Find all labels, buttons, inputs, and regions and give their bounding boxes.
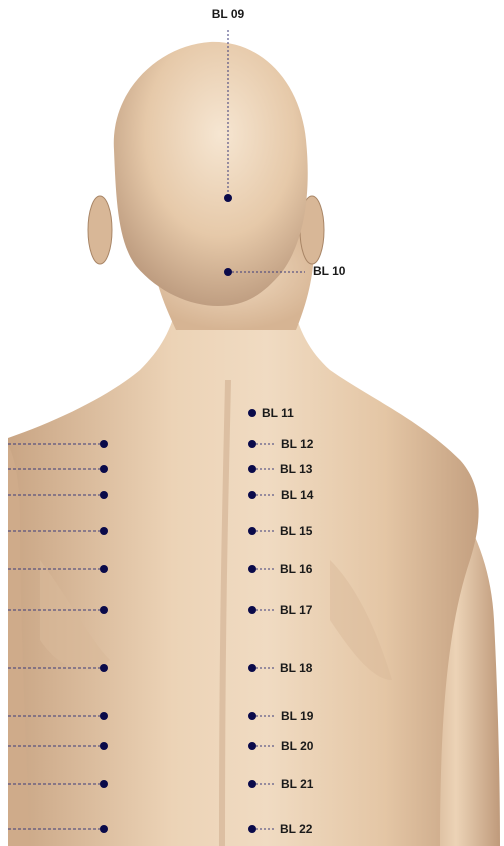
point-label: BL 21: [281, 777, 314, 791]
point-label: BL 11: [262, 406, 294, 420]
point-label: BL 20: [281, 739, 314, 753]
point-marker: [248, 825, 256, 833]
point-label: BL 16: [280, 562, 313, 576]
point-label: BL 10: [313, 264, 346, 278]
mirror-point-marker: [100, 712, 108, 720]
mirror-point-marker: [100, 664, 108, 672]
point-marker: [248, 527, 256, 535]
mirror-point-marker: [100, 491, 108, 499]
point-marker: [224, 268, 232, 276]
point-label: BL 14: [281, 488, 314, 502]
mirror-point-marker: [100, 742, 108, 750]
mirror-point-marker: [100, 440, 108, 448]
point-marker: [248, 780, 256, 788]
point-marker: [248, 742, 256, 750]
point-marker: [248, 440, 256, 448]
point-marker: [248, 565, 256, 573]
point-marker: [224, 194, 232, 202]
torso: [8, 300, 479, 846]
point-label: BL 13: [280, 462, 313, 476]
mirror-point-marker: [100, 527, 108, 535]
mirror-point-marker: [100, 780, 108, 788]
point-label: BL 19: [281, 709, 314, 723]
point-label: BL 22: [280, 822, 313, 836]
point-label: BL 17: [280, 603, 313, 617]
point-marker: [248, 712, 256, 720]
point-marker: [248, 664, 256, 672]
mirror-point-marker: [100, 825, 108, 833]
point-label: BL 18: [280, 661, 313, 675]
mirror-point-marker: [100, 606, 108, 614]
point-marker: [248, 491, 256, 499]
point-label: BL 09: [212, 7, 245, 21]
point-marker: [248, 465, 256, 473]
mirror-point-marker: [100, 465, 108, 473]
point-label: BL 12: [281, 437, 314, 451]
point-marker: [248, 606, 256, 614]
left-ear: [88, 196, 112, 264]
point-label: BL 15: [280, 524, 313, 538]
point-marker: [248, 409, 256, 417]
mirror-point-marker: [100, 565, 108, 573]
head: [114, 42, 308, 306]
